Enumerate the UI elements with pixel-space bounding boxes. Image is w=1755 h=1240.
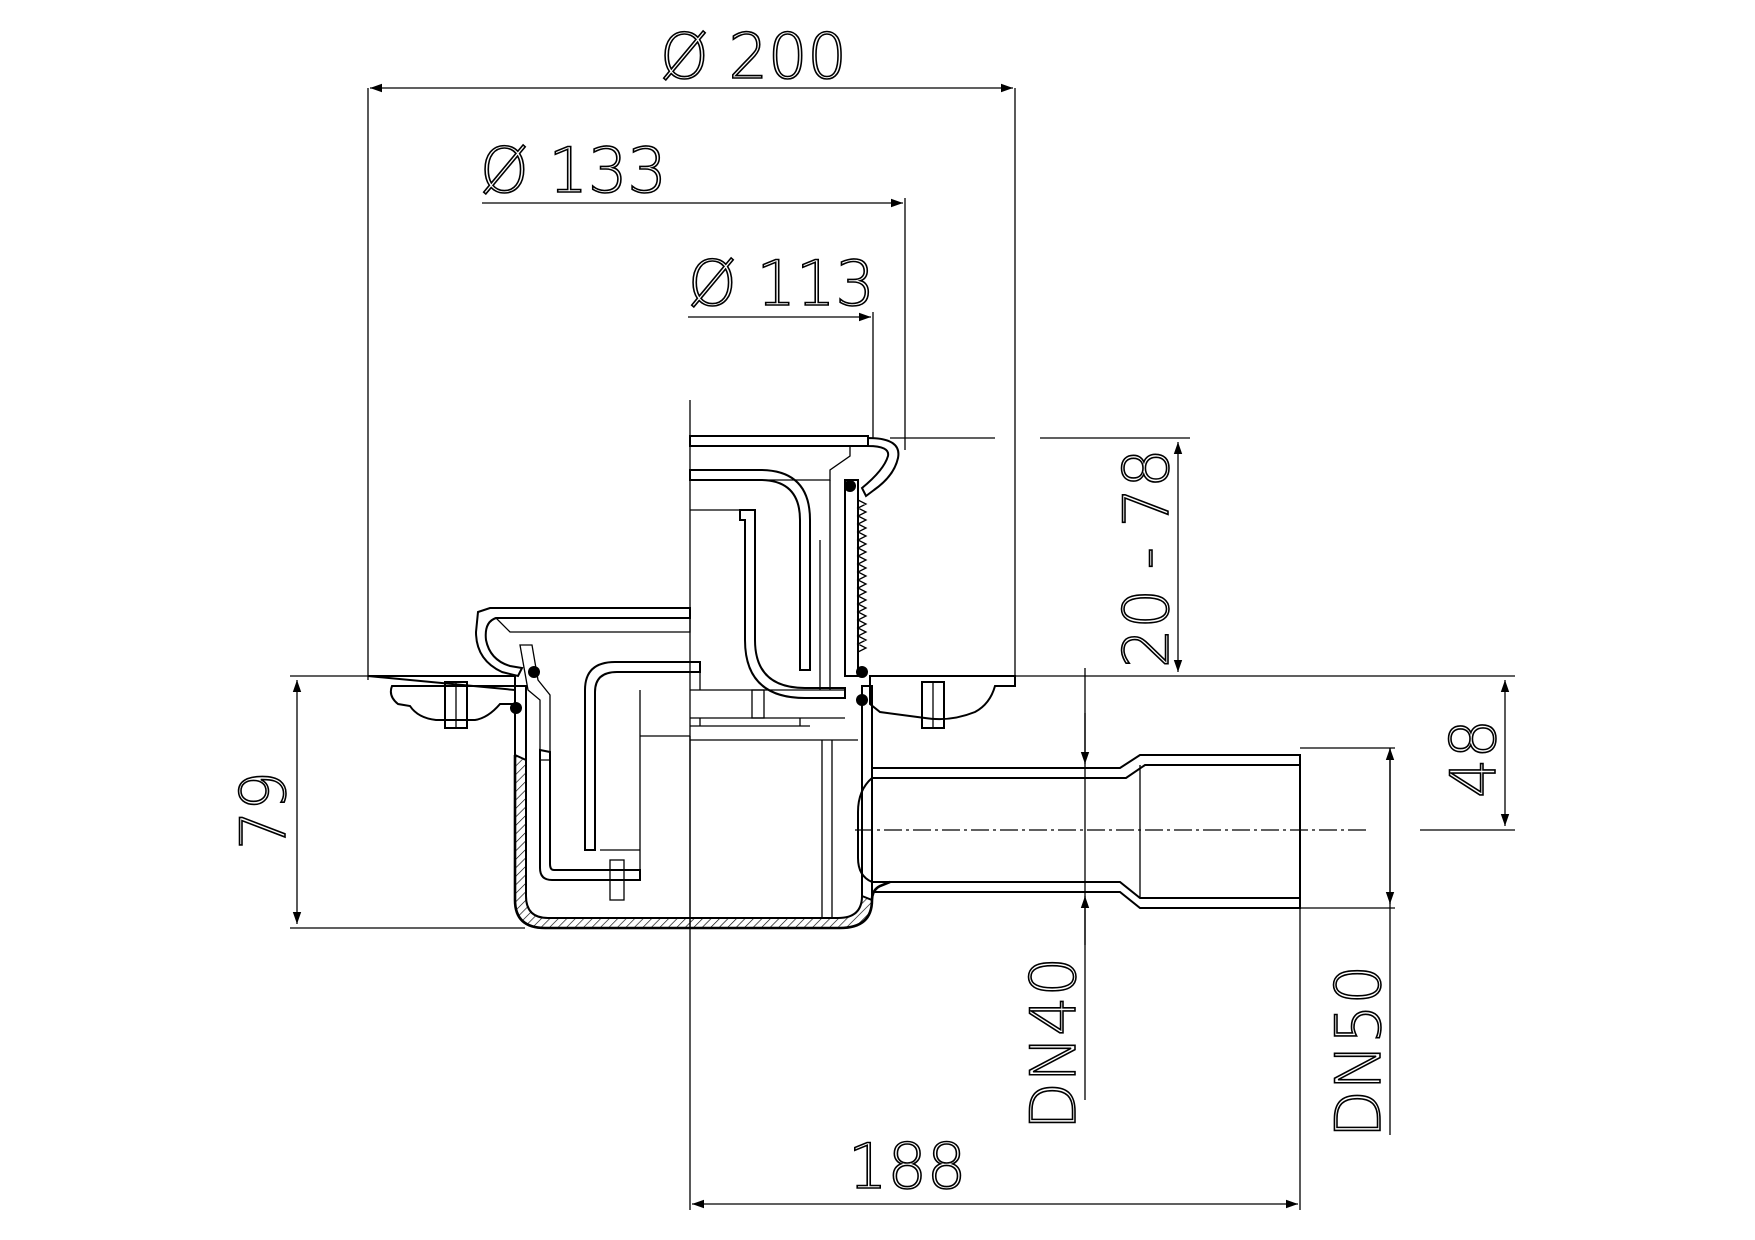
dim-label-133: Ø 133 <box>480 134 667 207</box>
dim-label-113: Ø 113 <box>688 247 875 320</box>
drain-body <box>367 435 1301 930</box>
dim-label-20-78: 20 - 78 <box>1110 448 1183 668</box>
dim-label-79: 79 <box>227 771 300 850</box>
dim-label-200: Ø 200 <box>660 20 847 93</box>
dim-label-48: 48 <box>1437 719 1510 798</box>
dimension-labels: Ø 200 Ø 133 Ø 113 20 - 78 79 48 DN40 DN5… <box>226 19 1511 1204</box>
riser-thread <box>856 499 868 653</box>
dim-label-188: 188 <box>848 1130 966 1203</box>
dim-label-dn40: DN40 <box>1017 957 1090 1130</box>
dim-label-dn50: DN50 <box>1322 965 1395 1138</box>
